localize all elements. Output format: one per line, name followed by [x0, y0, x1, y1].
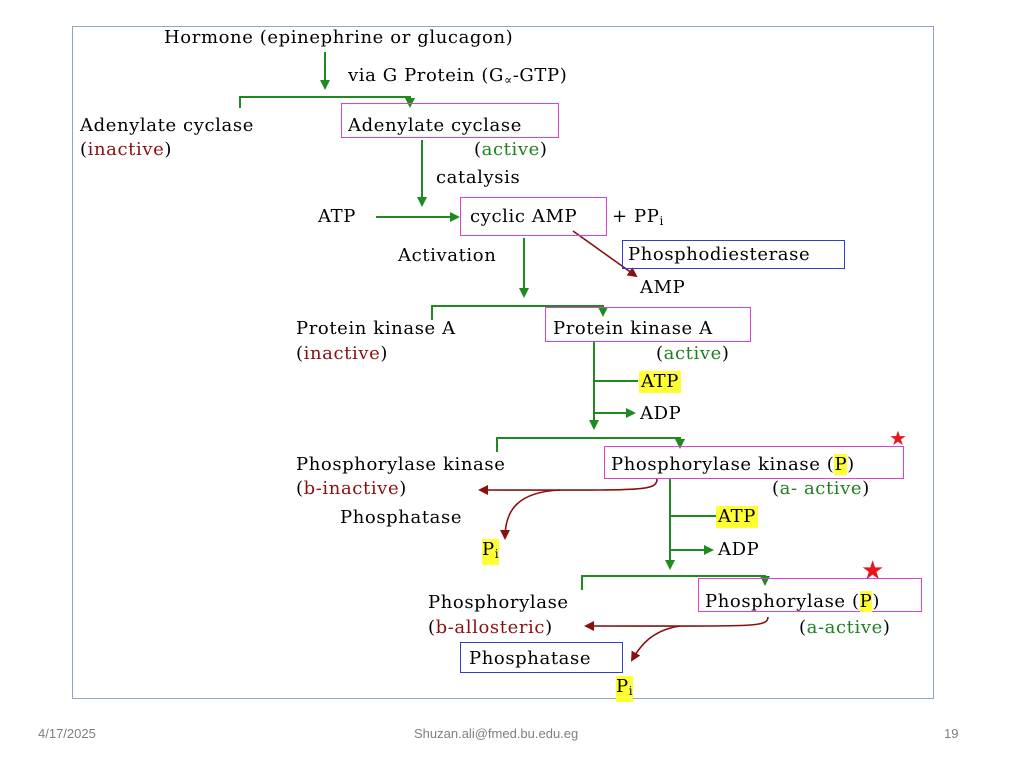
arrow-pka-activation [431, 305, 608, 320]
arrow-pi1 [500, 489, 561, 540]
star-icon: ★ [889, 426, 907, 450]
pka-active-state: (active) [656, 343, 730, 364]
atp-label-3: ATP [716, 506, 758, 528]
arrow-ph-activation [581, 575, 770, 590]
arrow-ph-deactivation [584, 616, 769, 632]
camp-label: cyclic AMP [470, 206, 578, 227]
ph-active-state: (a-active) [799, 617, 891, 638]
atp-label-2: ATP [639, 371, 681, 393]
star-icon: ★ [861, 556, 885, 586]
adp-label-2: ADP [640, 403, 682, 424]
pka-active-name: Protein kinase A [553, 318, 713, 339]
arrow-pi2 [631, 625, 681, 662]
ac-active-name: Adenylate cyclase [348, 115, 522, 136]
arrow-phk-activation [496, 437, 685, 452]
ac-inactive-name: Adenylate cyclase [80, 115, 254, 136]
pka-inactive-name: Protein kinase A [296, 318, 456, 339]
activation-label: Activation [398, 245, 497, 266]
adp-label-3: ADP [718, 539, 760, 560]
box-ac-active [341, 103, 559, 138]
ph-active-name: Phosphorylase (P) [705, 591, 880, 612]
phk-active-name: Phosphorylase kinase (P) [611, 454, 855, 475]
footer-email: Shuzan.ali@fmed.bu.edu.eg [414, 726, 579, 741]
pka-inactive-state: (inactive) [296, 343, 389, 364]
phk-inactive-name: Phosphorylase kinase [296, 454, 506, 475]
phosphatase-label-2: Phosphatase [469, 648, 592, 669]
ac-inactive-state: (inactive) [80, 139, 173, 160]
pi-label-1: Pi [482, 539, 500, 565]
slide-frame [72, 26, 934, 699]
pi-label-2: Pi [616, 676, 634, 702]
catalysis-label: catalysis [436, 167, 521, 188]
ph-inactive-name: Phosphorylase [428, 592, 569, 613]
phosphodiesterase-label: Phosphodiesterase [628, 244, 811, 265]
ph-inactive-state: (b-allosteric) [428, 617, 553, 638]
box-camp [460, 197, 607, 236]
phosphatase-label-1: Phosphatase [340, 507, 463, 528]
arrow-phk-deactivation [478, 478, 658, 496]
hormone-label: Hormone (epinephrine or glucagon) [164, 27, 514, 48]
phk-active-state: (a- active) [772, 478, 870, 499]
box-phosphatase2 [460, 642, 623, 673]
footer-date: 4/17/2025 [38, 726, 96, 741]
box-ph-active [698, 578, 922, 612]
via-g-protein-label: via G Protein (G∝-GTP) [348, 65, 568, 87]
ppi-label: + PPi [612, 206, 664, 228]
footer-page-number: 19 [944, 726, 959, 741]
box-phk-active [604, 446, 904, 479]
box-phosphodiesterase [622, 240, 845, 269]
phk-inactive-state: (b-inactive) [296, 478, 407, 499]
arrow-ac-activation [239, 96, 415, 108]
box-pka-active [545, 307, 751, 342]
amp-label: AMP [640, 277, 686, 298]
ac-active-state: (active) [474, 139, 548, 160]
atp-label-1: ATP [318, 206, 356, 227]
